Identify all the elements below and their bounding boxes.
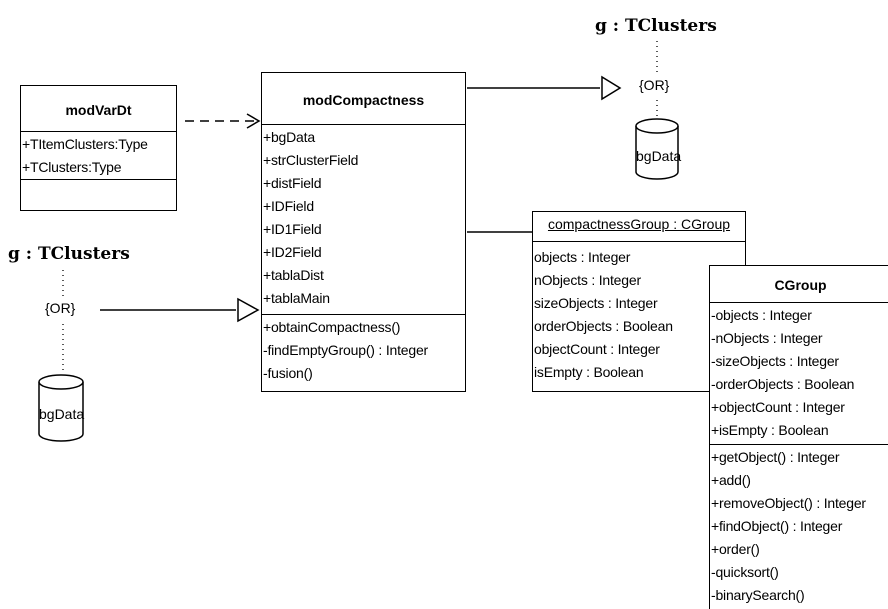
attribute: +tablaDist	[263, 267, 324, 283]
attribute: -sizeObjects : Integer	[711, 353, 839, 369]
attributes-compartment: objects : Integer nObjects : Integer sizeO…	[533, 242, 745, 384]
attribute: +bgData	[263, 129, 315, 145]
operations-compartment: +obtainCompactness() -findEmptyGroup() : …	[262, 315, 465, 385]
attribute: objectCount : Integer	[534, 341, 660, 357]
attribute: sizeObjects : Integer	[534, 295, 658, 311]
object-name: compactnessGroup : CGroup	[533, 212, 745, 242]
attribute: +TItemClusters:Type	[22, 136, 148, 152]
database-icon-left	[38, 374, 84, 442]
triangle-arrowhead-left	[237, 297, 260, 323]
database-icon-top	[635, 118, 679, 180]
operation: -findEmptyGroup() : Integer	[263, 342, 428, 358]
class-CGroup: CGroup -objects : Integer -nObjects : Int…	[709, 265, 888, 609]
operation: +getObject() : Integer	[711, 449, 840, 465]
attribute: +strClusterField	[263, 152, 359, 168]
operation: +findObject() : Integer	[711, 518, 843, 534]
or-constraint-top: {OR}	[638, 77, 671, 93]
attributes-compartment: +TItemClusters:Type +TClusters:Type	[21, 132, 176, 180]
operation: -quicksort()	[711, 564, 779, 580]
clusters-label-top: g : TClusters	[595, 16, 717, 36]
attributes-compartment: +bgData +strClusterField +distField +IDFiel…	[262, 125, 465, 315]
class-modVarDt: modVarDt +TItemClusters:Type +TClusters:T…	[20, 85, 177, 211]
operations-compartment: +getObject() : Integer +add() +removeObjec…	[710, 445, 888, 607]
attribute: +ID2Field	[263, 244, 322, 260]
attribute: nObjects : Integer	[534, 272, 641, 288]
attribute: objects : Integer	[534, 249, 631, 265]
attribute: -objects : Integer	[711, 307, 812, 323]
class-name: CGroup	[710, 266, 888, 303]
attribute: isEmpty : Boolean	[534, 364, 644, 380]
operation: +order()	[711, 541, 760, 557]
attribute: +ID1Field	[263, 221, 322, 237]
operation: -binarySearch()	[711, 587, 805, 603]
attribute: orderObjects : Boolean	[534, 318, 673, 334]
operation: +add()	[711, 472, 751, 488]
attribute: +IDField	[263, 198, 314, 214]
attribute: +tablaMain	[263, 290, 330, 306]
attribute: +distField	[263, 175, 322, 191]
database-label-top: bgData	[636, 148, 682, 164]
triangle-arrowhead-top	[601, 75, 622, 101]
attribute: +TClusters:Type	[22, 159, 122, 175]
class-modCompactness: modCompactness +bgData +strClusterField +d…	[261, 72, 466, 392]
database-label-left: bgData	[39, 406, 85, 422]
clusters-label-left: g : TClusters	[8, 244, 130, 264]
attribute: +objectCount : Integer	[711, 399, 845, 415]
or-constraint-left: {OR}	[44, 300, 77, 316]
operation: +removeObject() : Integer	[711, 495, 866, 511]
class-name: modCompactness	[262, 73, 465, 125]
attribute: -orderObjects : Boolean	[711, 376, 855, 392]
operation: +obtainCompactness()	[263, 319, 401, 335]
attributes-compartment: -objects : Integer -nObjects : Integer -si…	[710, 303, 888, 445]
attribute: -nObjects : Integer	[711, 330, 823, 346]
attribute: +isEmpty : Boolean	[711, 422, 829, 438]
class-name: modVarDt	[21, 86, 176, 132]
operation: -fusion()	[263, 365, 313, 381]
dependency-arrowhead	[246, 113, 261, 129]
